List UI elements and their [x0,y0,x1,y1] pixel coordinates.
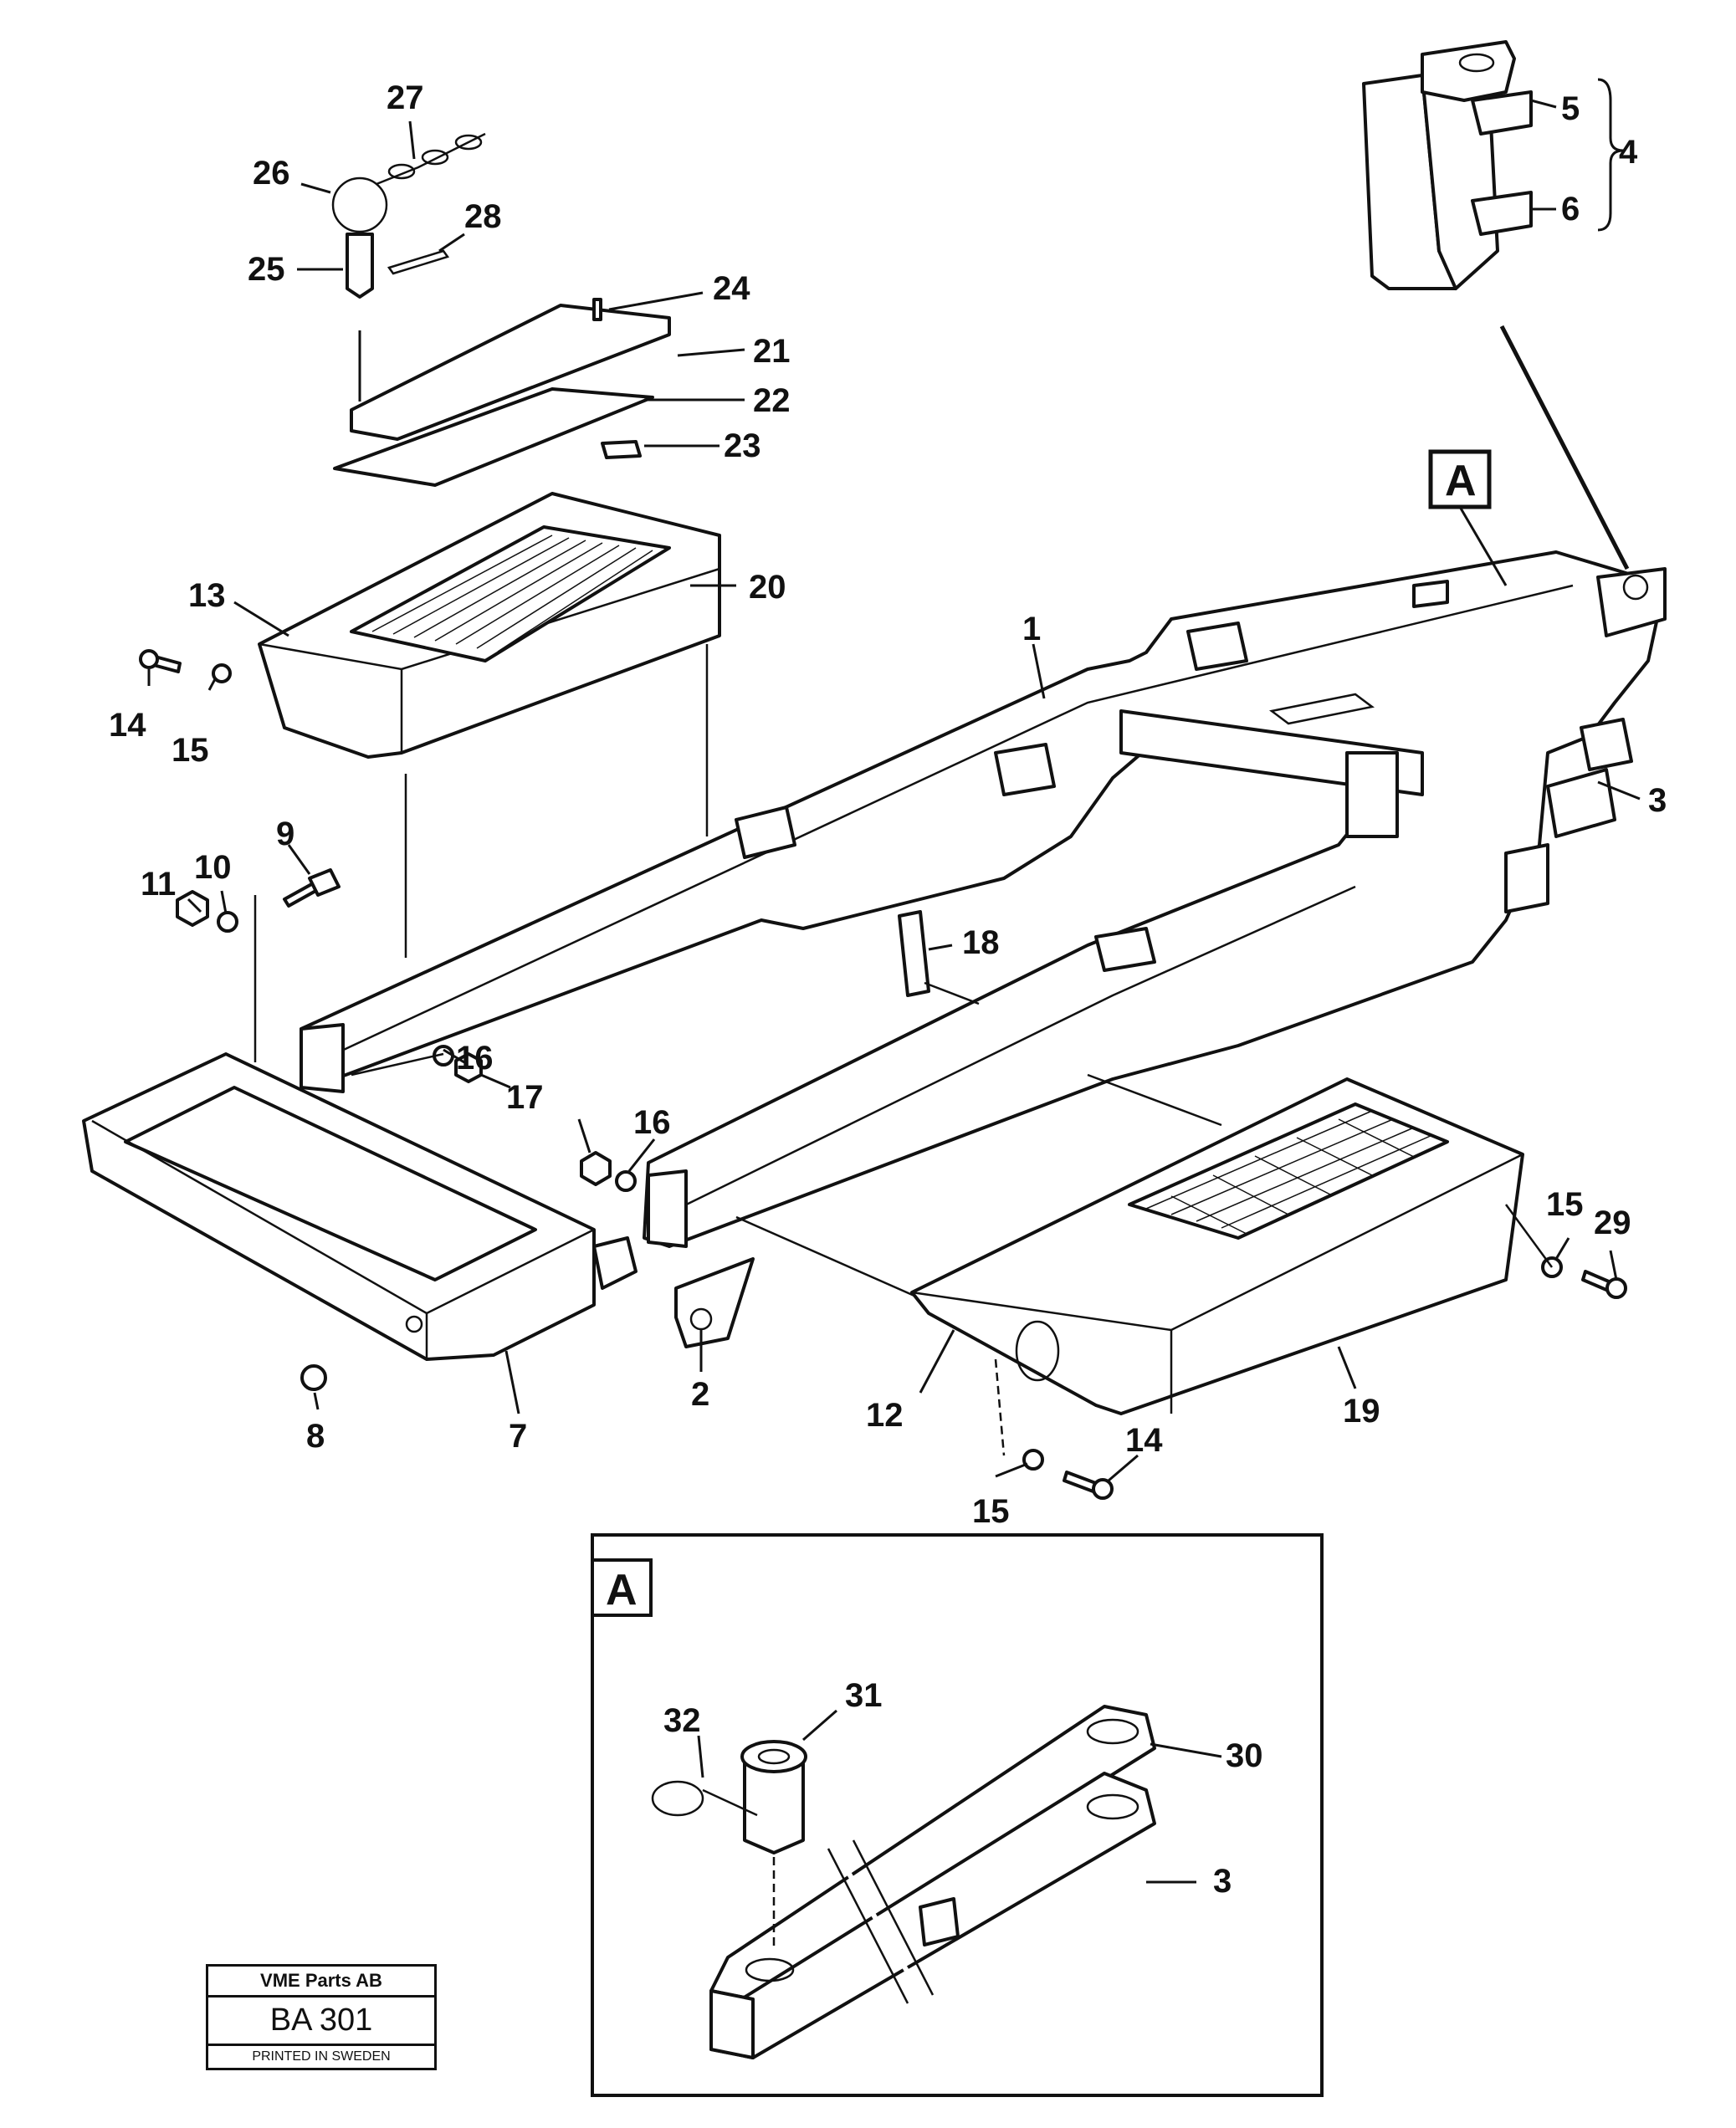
callout-7: 7 [509,1418,527,1455]
callout-21: 21 [753,333,791,370]
callout-15b: 15 [1546,1186,1584,1223]
callout-16: 16 [456,1040,494,1077]
callout-29: 29 [1594,1205,1631,1241]
callout-numbers: 1 2 3 4 5 6 7 8 9 10 11 12 13 14 15 16 1… [109,79,1667,1900]
detail-a-inset: A [591,1533,1324,2097]
callout-30: 30 [1226,1737,1263,1774]
callout-14b: 14 [1125,1422,1163,1459]
callout-26: 26 [253,155,290,192]
callout-9: 9 [276,816,294,852]
callout-11: 11 [141,866,176,903]
callout-22: 22 [753,382,791,419]
callout-32: 32 [663,1702,701,1739]
stamp-printed: PRINTED IN SWEDEN [252,2049,391,2064]
detail-a-title: A [606,1566,638,1614]
cover-plate [333,304,671,487]
stamp-company: VME Parts AB [208,1967,434,1998]
callout-6: 6 [1561,191,1580,228]
callout-16b: 16 [633,1104,671,1141]
callout-14: 14 [109,707,146,744]
step-box-left [82,1052,638,1361]
callout-12: 12 [866,1397,904,1434]
callout-1: 1 [1022,611,1041,647]
callout-13: 13 [188,577,226,614]
detail-marker-letter: A [1445,457,1477,505]
callout-20: 20 [749,569,786,606]
callout-31: 31 [845,1677,883,1714]
air-cleaner-housing [258,492,721,759]
callout-19: 19 [1343,1393,1380,1430]
callout-8: 8 [306,1418,325,1455]
callout-5: 5 [1561,90,1580,127]
callout-27: 27 [387,79,424,116]
callout-4: 4 [1619,134,1638,171]
hinge-bracket-assembly [1362,40,1630,570]
callout-18: 18 [962,924,1000,961]
assembly-lines [253,644,1554,1456]
callout-25: 25 [248,251,285,288]
callout-24: 24 [713,270,750,307]
callout-3b: 3 [1213,1863,1232,1900]
title-stamp: VME Parts AB BA 301 PRINTED IN SWEDEN [206,1964,437,2070]
callout-3: 3 [1648,782,1667,819]
callout-28: 28 [464,198,502,235]
detail-marker-a: A [1428,449,1508,586]
callout-2: 2 [691,1376,709,1413]
callout-15c: 15 [972,1493,1010,1530]
callout-15: 15 [172,732,209,769]
main-frame [300,550,1667,1248]
callout-10: 10 [194,849,232,886]
stamp-code: BA 301 [208,1998,434,2046]
callout-17: 17 [506,1079,544,1116]
lock-pin-chain [331,132,486,299]
callout-23: 23 [724,427,761,464]
step-box-right [910,1077,1524,1415]
leader-lines [147,120,1641,1884]
